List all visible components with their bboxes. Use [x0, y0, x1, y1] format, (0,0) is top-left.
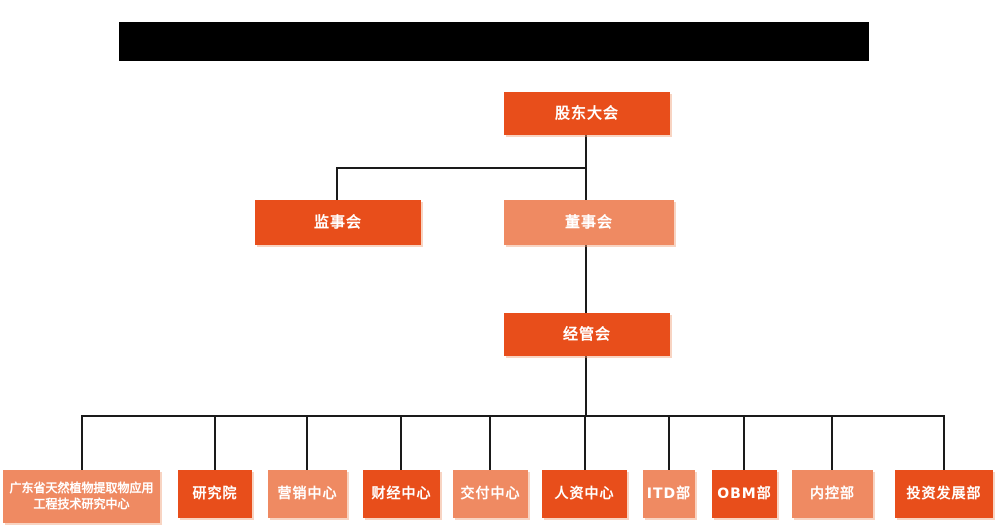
org-node-research-institute: 研究院 — [178, 470, 252, 518]
org-node-internal-control-department: 内控部 — [792, 470, 873, 518]
connector-supervisory-drop — [336, 167, 338, 200]
connector-dept-drop — [668, 415, 670, 470]
connector-dept-drop — [743, 415, 745, 470]
org-node-research-tech-center: 广东省天然植物提取物应用工程技术研究中心 — [3, 470, 160, 523]
connector-dept-drop — [831, 415, 833, 470]
org-node-shareholders-meeting: 股东大会 — [504, 92, 670, 135]
connector-departments-horizontal — [81, 415, 945, 417]
org-node-supervisory-board: 监事会 — [255, 200, 421, 245]
redacted-title-bar — [119, 22, 869, 61]
org-node-marketing-center: 营销中心 — [268, 470, 347, 518]
connector-level2-horizontal — [336, 167, 587, 169]
org-node-hr-center: 人资中心 — [542, 470, 627, 518]
connector-dept-drop — [81, 415, 83, 470]
connector-dept-drop — [214, 415, 216, 470]
org-node-board-of-directors: 董事会 — [504, 200, 674, 245]
connector-dept-drop — [943, 415, 945, 470]
org-node-delivery-center: 交付中心 — [453, 470, 528, 518]
org-node-finance-center: 财经中心 — [363, 470, 440, 518]
connector-dept-drop — [400, 415, 402, 470]
org-node-management-committee: 经管会 — [504, 313, 670, 356]
connector-dept-drop — [584, 415, 586, 470]
org-node-investment-development-department: 投资发展部 — [895, 470, 993, 518]
connector-dept-drop — [306, 415, 308, 470]
connector-board-to-management — [585, 245, 587, 313]
org-node-obm-department: OBM部 — [712, 470, 777, 518]
connector-dept-drop — [489, 415, 491, 470]
connector-management-down — [585, 356, 587, 416]
org-node-itd-department: ITD部 — [643, 470, 695, 518]
